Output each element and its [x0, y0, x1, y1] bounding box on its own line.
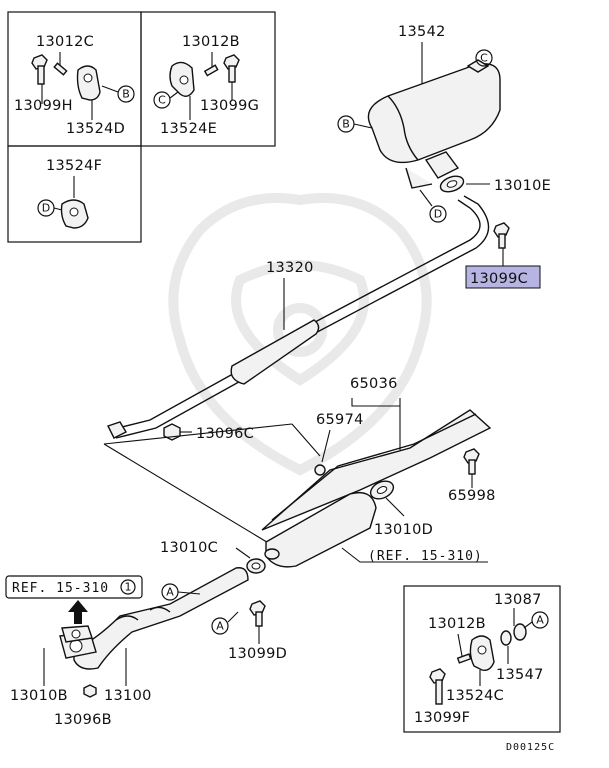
gasket-13010b: 13010B 13096B [10, 625, 112, 728]
part-label-13012c: 13012C [36, 34, 94, 50]
part-label-13099f: 13099F [414, 710, 470, 726]
part-label-13012b-2: 13012B [428, 616, 486, 632]
inset-mount-13524c: 13087 13012B A 13547 13524C 13099F [403, 585, 561, 733]
marker-b: B [122, 88, 130, 101]
marker-a: A [166, 586, 174, 599]
part-label-13099g: 13099G [200, 98, 259, 114]
marker-a: A [216, 620, 224, 633]
rubber-hanger-icon [60, 199, 89, 229]
part-label-13524d: 13524D [66, 121, 125, 137]
part-label-13010c: 13010C [160, 540, 218, 556]
gasket-13010c: 13010C [160, 540, 280, 574]
part-label-13010b: 13010B [10, 688, 68, 704]
reference-circle-number: 1 [125, 581, 132, 594]
bolt-icon [429, 668, 446, 705]
rubber-hanger-icon [169, 61, 195, 97]
part-label-13099h: 13099H [14, 98, 73, 114]
bolt-13099c: 13099C [465, 222, 541, 289]
rubber-hanger-icon [469, 635, 495, 672]
part-label-13010d: 13010D [374, 522, 433, 538]
highlight-box [465, 265, 541, 289]
pin-icon [203, 64, 219, 77]
part-label-13099d: 13099D [228, 646, 287, 662]
rubber-hanger-icon [76, 65, 101, 101]
marker-c: C [480, 52, 488, 65]
part-label-13542: 13542 [398, 24, 446, 40]
bolt-icon [223, 54, 240, 83]
marker-d: D [42, 202, 50, 215]
part-label-65974: 65974 [316, 412, 364, 428]
muffler-assembly: 13542 C B D 13010E [337, 24, 551, 223]
clip-icon [314, 464, 326, 476]
marker-a: A [536, 614, 544, 627]
muffler-body [367, 63, 501, 164]
part-label-65036: 65036 [350, 376, 398, 392]
marker-b: B [342, 118, 350, 131]
bolt-icon [31, 54, 48, 85]
pin-icon [53, 62, 68, 76]
part-label-13096c: 13096C [196, 426, 254, 442]
marker-c: C [158, 94, 166, 107]
part-label-13012b: 13012B [182, 34, 240, 50]
reference-callout-1: REF. 15-310 1 [5, 575, 143, 624]
bolt-13099d: 13099D [228, 600, 287, 662]
inset-panel-top-left [7, 11, 276, 243]
part-label-13524f: 13524F [46, 158, 102, 174]
figure-code: D00125C [506, 742, 555, 753]
part-label-13096b: 13096B [54, 712, 112, 728]
washer-icon [513, 623, 527, 641]
nut-icon [83, 684, 97, 698]
part-label-13010e: 13010E [494, 178, 551, 194]
part-label-13099c: 13099C [470, 271, 528, 287]
arrow-up-icon [68, 600, 88, 624]
inset-mount-13524e: 13012B C 13099G 13524E [153, 34, 259, 137]
reference-label-2: (REF. 15-310) [368, 549, 483, 564]
center-pipe-13320: 13320 13096C [107, 195, 490, 442]
reference-label-1: REF. 15-310 [12, 581, 109, 596]
resonator [230, 319, 320, 385]
pin-icon [456, 653, 472, 664]
washer-icon [500, 630, 512, 646]
part-label-65998: 65998 [448, 488, 496, 504]
catalytic-converter: 13010D (REF. 15-310) [265, 480, 488, 568]
bolt-icon [463, 448, 480, 475]
heat-protector-65036: 65036 65974 65998 [261, 376, 496, 531]
marker-d: D [434, 208, 442, 221]
inset-mount-13524d: 13012C 13099H 13524D B [14, 34, 135, 137]
part-label-13547: 13547 [496, 667, 544, 683]
part-label-13524c: 13524C [446, 688, 504, 704]
part-label-13087: 13087 [494, 592, 542, 608]
part-label-13524e: 13524E [160, 121, 217, 137]
part-label-13100: 13100 [104, 688, 152, 704]
inset-mount-13524f: 13524F D [37, 158, 102, 229]
part-label-13320: 13320 [266, 260, 314, 276]
